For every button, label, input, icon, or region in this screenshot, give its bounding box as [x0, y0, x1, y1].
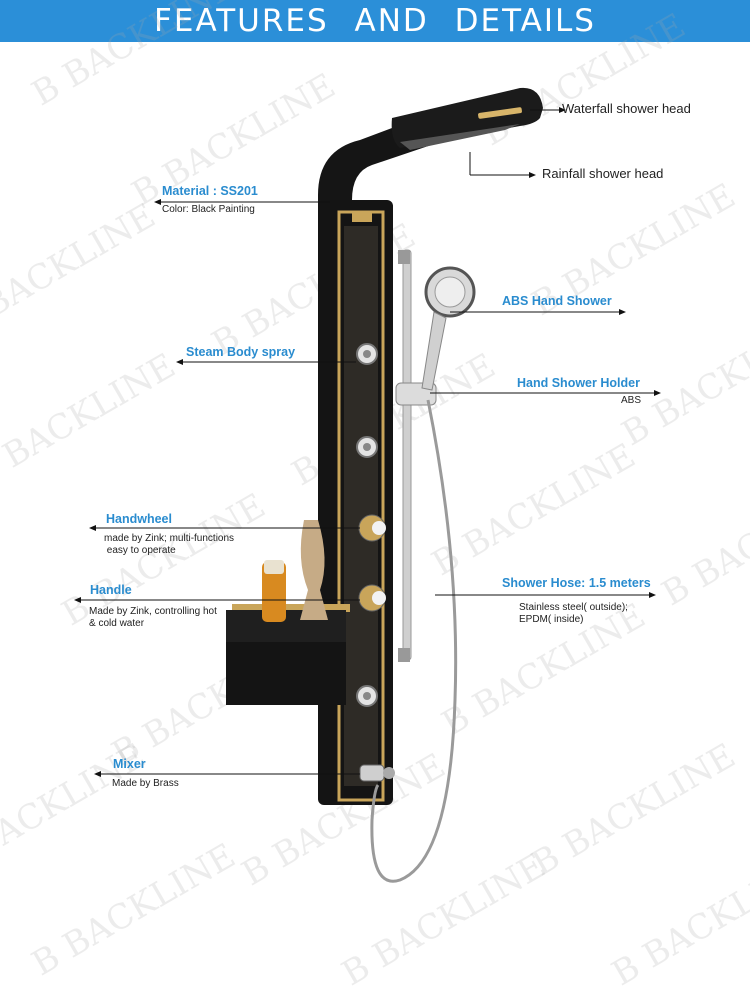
- handwheel-detail-2: easy to operate: [104, 545, 176, 556]
- material-title: Material : SS201: [162, 184, 258, 198]
- callout-arrows: [74, 107, 661, 777]
- rainfall-label: Rainfall shower head: [542, 166, 664, 181]
- handwheel-title: Handwheel: [106, 512, 172, 526]
- handle-title: Handle: [90, 583, 132, 597]
- top-ornament: [352, 213, 372, 222]
- material-detail: Color: Black Painting: [162, 204, 255, 215]
- hand-shower-title: ABS Hand Shower: [502, 294, 612, 308]
- slide-bar: [402, 249, 412, 661]
- steam-title: Steam Body spray: [186, 345, 296, 359]
- waterfall-label: Waterfall shower head: [562, 101, 691, 116]
- callout-lines: [80, 109, 655, 775]
- handle-detail-2: & cold water: [89, 618, 145, 629]
- hand-shower-grip: [421, 311, 447, 391]
- page-title: FEATURES AND DETAILS: [154, 3, 596, 39]
- handwheel-detail-1: made by Zink; multi-functions: [104, 533, 235, 544]
- holder-detail: ABS: [621, 395, 642, 406]
- shower-head: [391, 87, 543, 148]
- mixer-detail: Made by Brass: [112, 778, 179, 789]
- hose-detail-1: Stainless steel( outside);: [519, 602, 628, 613]
- shower-hose: [370, 399, 458, 883]
- shower-panel-illustration: [74, 87, 661, 883]
- header-banner: FEATURES AND DETAILS: [0, 0, 750, 42]
- bottle: [262, 562, 286, 622]
- hose-title: Shower Hose: 1.5 meters: [502, 576, 651, 590]
- holder-title: Hand Shower Holder: [517, 376, 640, 390]
- gold-trim: [337, 210, 385, 802]
- hose-detail-2: EPDM( inside): [519, 614, 584, 625]
- waterfall-outlet: [478, 107, 522, 119]
- rainfall-nozzles: [400, 124, 520, 150]
- handle-detail-1: Made by Zink, controlling hot: [89, 606, 217, 617]
- mixer-title: Mixer: [113, 757, 146, 771]
- mixer: [359, 764, 385, 782]
- decor-figure: [300, 520, 328, 620]
